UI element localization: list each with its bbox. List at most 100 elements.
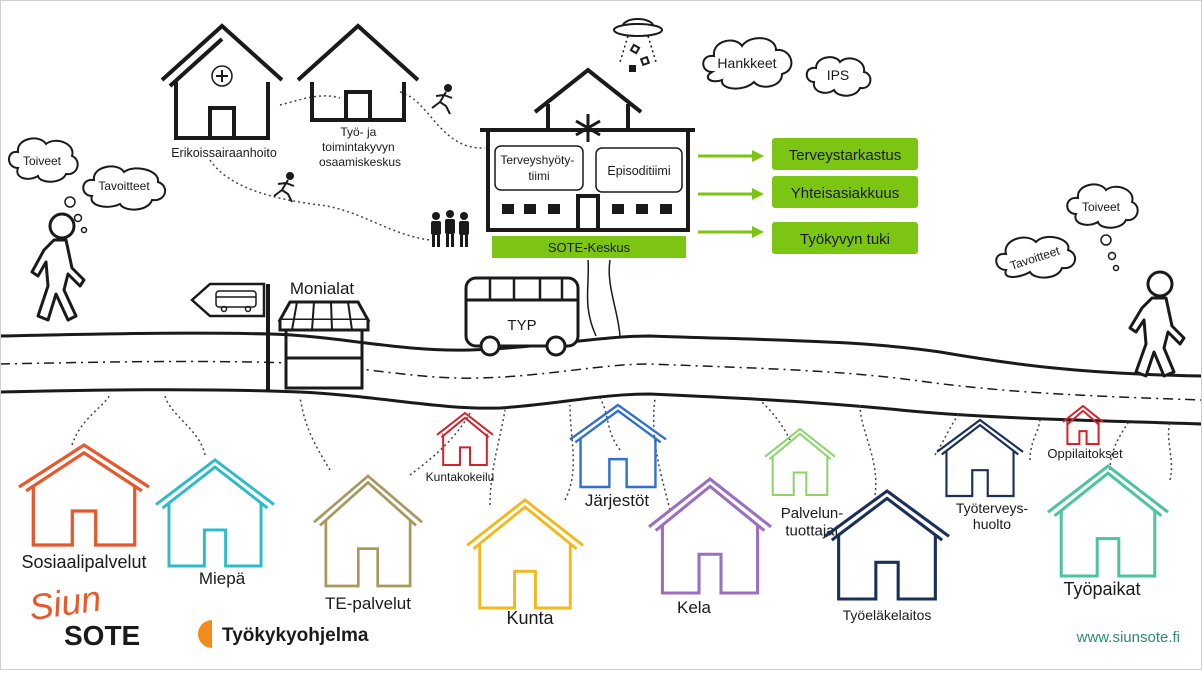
label-monialat: Monialat	[290, 279, 355, 298]
bottom-house-label-line: huolto	[973, 516, 1011, 532]
house-outline	[167, 502, 263, 568]
bottom-house	[155, 458, 275, 568]
house-outline	[313, 474, 423, 524]
box-terveyshyotytiimi	[494, 145, 584, 191]
house-outline	[824, 489, 950, 538]
house-outline	[579, 437, 657, 489]
cloud-ips: IPS	[805, 56, 872, 97]
bottom-house	[936, 418, 1024, 498]
bottom-house-label: Työeläkelaitos	[843, 607, 932, 623]
service-box-tyokyvyn-tuki	[772, 222, 918, 254]
house-outline	[31, 485, 137, 547]
service-arrows	[698, 150, 764, 238]
dotted-connections-bottom	[71, 394, 1173, 511]
label-osaamiskeskus-line1: Työ- ja	[340, 125, 376, 139]
bottom-house-label: Työterveys-huolto	[956, 500, 1029, 532]
bottom-house	[569, 403, 667, 489]
label-osaamiskeskus: Työ- ja toimintakyvyn osaamiskeskus	[319, 125, 401, 169]
bottom-house	[1047, 464, 1169, 578]
label-episoditiimi: Episoditiimi	[607, 164, 670, 178]
bottom-house	[466, 498, 584, 610]
house-outline	[830, 496, 944, 542]
house-erikoissairaanhoito	[160, 23, 284, 140]
thought-bubbles-left	[64, 196, 88, 234]
label-osaamiskeskus-line2: toimintakyvyn	[322, 140, 395, 154]
logo-sote: SOTE	[64, 620, 140, 651]
bottom-house	[436, 411, 494, 466]
bottom-houses: SosiaalipalvelutMiepäTE-palvelutKuntakok…	[18, 403, 1169, 628]
asterisk-icon	[575, 114, 601, 142]
service-label-yhteisasiakkuus: Yhteisasiakkuus	[791, 185, 899, 202]
monialat-stall	[277, 300, 371, 390]
house-outline	[18, 443, 150, 489]
service-label-terveystarkastus: Terveystarkastus	[789, 147, 902, 164]
house-outline	[1047, 464, 1169, 514]
house-outline	[1066, 409, 1100, 426]
house-outline	[574, 409, 662, 444]
bottom-house-label: Palvelun-tuottajat	[781, 505, 844, 539]
house-outline	[472, 505, 578, 550]
house-outline	[764, 427, 836, 458]
bottom-house-label: Miepä	[199, 569, 246, 588]
cross-icon	[211, 65, 233, 87]
house-outline	[478, 543, 572, 610]
house-outline	[442, 433, 488, 466]
sote-keskus-banner	[492, 236, 686, 258]
bus-sign-icon	[215, 290, 257, 313]
house-outline	[945, 450, 1015, 498]
label-erikoissairaanhoito: Erikoissairaanhoito	[171, 146, 277, 160]
house-outline	[936, 418, 1024, 453]
tyokykyohjelma-logo-icon	[198, 620, 212, 648]
label-terveyshyotytiimi-line2: tiimi	[528, 169, 549, 183]
group-of-people-icon	[431, 210, 469, 247]
house-outline	[466, 498, 584, 547]
house-outline	[941, 423, 1019, 456]
website-url: www.siunsote.fi	[1076, 629, 1180, 646]
label-terveyshyotytiimi: Terveyshyöty- tiimi	[500, 153, 577, 183]
ufo-icon	[613, 18, 663, 72]
house-outline	[161, 465, 269, 510]
running-person-icon-2	[273, 172, 295, 203]
thought-label-toiveet-right: Toiveet	[1082, 200, 1121, 214]
bottom-house-label: Kela	[677, 598, 712, 617]
cloud-label-hankkeet: Hankkeet	[717, 55, 776, 71]
house-outline	[319, 480, 417, 527]
house-outline	[1059, 510, 1157, 578]
house-outline	[660, 524, 760, 595]
house-outline	[768, 432, 832, 460]
bottom-house-label: Työpaikat	[1063, 579, 1140, 599]
house-outline	[324, 520, 412, 588]
cloud-label-ips: IPS	[827, 67, 850, 83]
bottom-house	[18, 443, 150, 547]
bottom-house	[313, 474, 423, 588]
typ-bus	[464, 276, 580, 357]
house-outline	[155, 458, 275, 506]
house-osaamiskeskus	[296, 23, 420, 122]
bottom-house-label: Kuntakokeilu	[426, 470, 495, 484]
bottom-house	[824, 489, 950, 601]
service-box-yhteisasiakkuus	[772, 176, 918, 208]
house-outline	[25, 450, 143, 493]
thought-cloud-tavoitteet-left: Tavoitteet	[82, 165, 167, 211]
house-outline	[837, 534, 937, 601]
sote-keskus-label: SOTE-Keskus	[548, 240, 631, 255]
cloud-hankkeet: Hankkeet	[702, 37, 793, 90]
logo-siun: Siun	[27, 577, 104, 628]
label-osaamiskeskus-line3: osaamiskeskus	[319, 155, 401, 169]
thought-cloud-toiveet-left: Toiveet	[8, 137, 79, 183]
house-outline	[436, 411, 494, 436]
walking-person-left-icon	[30, 212, 86, 322]
logo-tyokykyohjelma: Työkykyohjelma	[222, 625, 369, 646]
service-label-tyokyvyn-tuki: Työkyvyn tuki	[800, 231, 890, 248]
thought-cloud-toiveet-right: Toiveet	[1066, 183, 1139, 229]
thought-cloud-tavoitteet-right: Tavoitteet	[995, 235, 1077, 279]
sote-windows	[502, 204, 672, 214]
house-outline	[648, 477, 772, 529]
bottom-house-label: Järjestöt	[585, 491, 650, 510]
bottom-house-label-line: Työterveys-	[956, 500, 1029, 516]
thought-label-toiveet-left: Toiveet	[23, 154, 62, 168]
box-episoditiimi	[595, 147, 683, 193]
house-outline	[569, 403, 667, 441]
